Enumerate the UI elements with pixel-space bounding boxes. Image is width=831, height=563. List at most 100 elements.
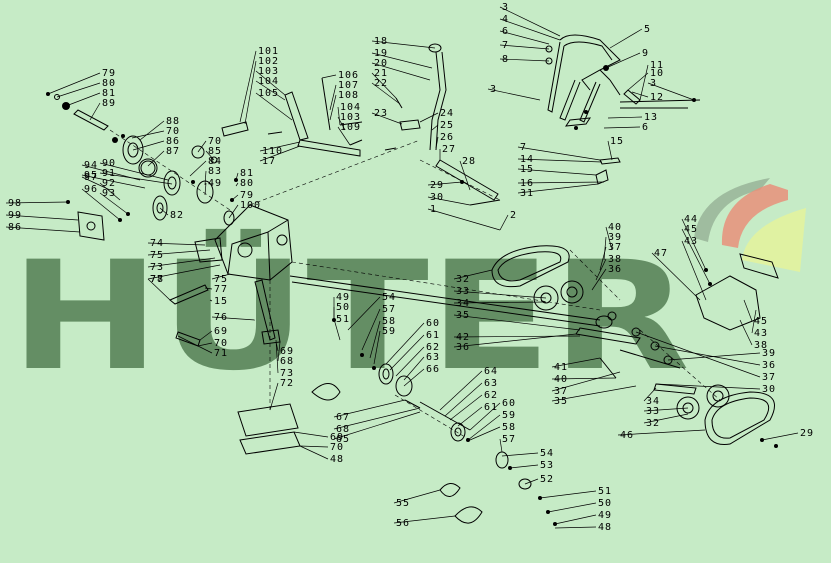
callout-label: 86 [166, 136, 180, 147]
callout-label: 38 [754, 340, 768, 351]
callout-label: 45 [684, 224, 698, 235]
callout-label: 38 [608, 254, 622, 265]
leader-line [547, 502, 597, 513]
leader-line [255, 70, 286, 96]
leader-line [639, 64, 649, 101]
callout-label: 49 [208, 178, 222, 189]
callout-label: 32 [456, 274, 470, 285]
callout-label: 77 [150, 274, 164, 285]
brand-logo-icon [694, 178, 806, 272]
callout-label: 8 [502, 54, 509, 65]
callout-label: 101 [258, 46, 279, 57]
callout-label: 49 [336, 292, 350, 303]
callout-label: 105 [258, 88, 279, 99]
leader-line [204, 287, 213, 290]
leader-line [743, 299, 753, 322]
callout-label: 47 [654, 248, 668, 259]
callout-label: 31 [520, 188, 534, 199]
callout-label: 36 [762, 360, 776, 371]
callout-label: 12 [650, 92, 664, 103]
leader-line [369, 320, 381, 359]
leader-line [654, 345, 761, 366]
callout-label: 16 [520, 178, 534, 189]
leader-line [81, 176, 111, 191]
leader-line [449, 394, 483, 421]
leader-line [197, 342, 213, 347]
callout-label: 70 [208, 136, 222, 147]
leader-line [189, 160, 207, 177]
leader-line [244, 60, 257, 125]
callout-label: 53 [540, 460, 554, 471]
leader-line [371, 82, 401, 105]
leader-line [371, 62, 431, 81]
leader-line [177, 335, 213, 354]
callout-label: 99 [8, 210, 22, 221]
leader-line [329, 84, 337, 111]
callout-label: 85 [208, 146, 222, 157]
callout-label: 91 [102, 168, 116, 179]
leader-line [147, 264, 221, 280]
leader-line [551, 377, 617, 380]
callout-label: 37 [608, 242, 622, 253]
leader-line [228, 204, 239, 219]
leader-line [427, 208, 501, 231]
callout-label: 2 [510, 210, 517, 221]
leader-line [81, 188, 121, 221]
brand-watermark: HÜTER [10, 228, 690, 404]
leader-line [81, 174, 146, 189]
leader-line [551, 371, 621, 392]
callout-label: 39 [762, 348, 776, 359]
callout-leader-lines [5, 6, 799, 529]
callout-label: 60 [426, 318, 440, 329]
callout-label: 76 [214, 312, 228, 323]
leader-line [469, 426, 501, 441]
leader-line [603, 236, 607, 261]
callout-label: 73 [280, 368, 294, 379]
callout-label: 54 [382, 292, 396, 303]
callout-label: 80 [102, 78, 116, 89]
leader-line [509, 464, 539, 469]
leader-line [147, 242, 206, 246]
callout-label: 15 [214, 296, 228, 307]
leader-line [607, 140, 613, 161]
callout-labels: 7980818988708687909192939495969798998670… [8, 2, 813, 533]
leader-line [159, 207, 169, 216]
leader-line [739, 319, 753, 346]
leader-line [99, 182, 121, 201]
leader-line [499, 18, 561, 41]
callout-label: 73 [150, 262, 164, 273]
leader-line [517, 158, 603, 163]
callout-label: 10 [650, 68, 664, 79]
leader-line [501, 452, 539, 457]
leader-line [655, 383, 761, 390]
callout-label: 14 [520, 154, 534, 165]
callout-label: 56 [396, 518, 410, 529]
callout-label: 29 [430, 180, 444, 191]
leader-line [499, 214, 509, 231]
leader-line [681, 240, 707, 301]
callout-label: 106 [338, 70, 359, 81]
leader-line [403, 356, 425, 381]
callout-label: 43 [684, 236, 698, 247]
leader-line [321, 74, 337, 79]
leader-line [47, 72, 101, 95]
leader-line [453, 301, 547, 304]
callout-label: 52 [540, 474, 554, 485]
callout-label: 70 [330, 442, 344, 453]
callout-label: 48 [598, 522, 612, 533]
callout-label: 17 [262, 156, 276, 167]
callout-label: 49 [598, 510, 612, 521]
leader-line [631, 91, 649, 98]
callout-label: 40 [608, 222, 622, 233]
callout-label: 75 [150, 250, 164, 261]
leader-line [469, 402, 501, 431]
leader-line [643, 407, 689, 412]
leader-line [5, 226, 81, 233]
leader-line [517, 183, 599, 194]
leader-line [439, 370, 483, 411]
leader-line [635, 331, 761, 378]
callout-label: 26 [440, 132, 454, 143]
leader-line [337, 126, 351, 146]
callout-label: 69 [280, 346, 294, 357]
